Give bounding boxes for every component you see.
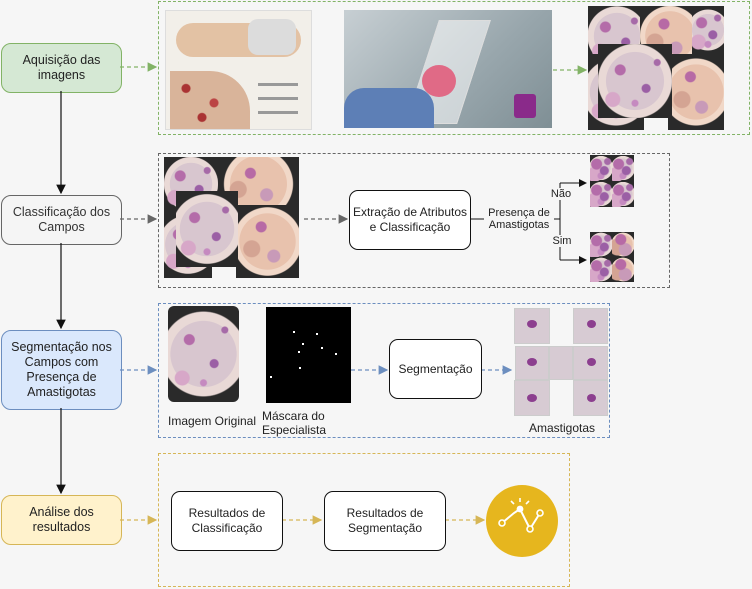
stage-aquisicao-label: Aquisição das imagens: [22, 53, 101, 82]
sim-label: Sim: [550, 235, 574, 247]
classification-fields-collage: [164, 157, 299, 278]
imagem-original-label: Imagem Original: [167, 414, 257, 428]
group-segmentacao: [158, 303, 610, 438]
group-aquisicao: [158, 1, 750, 135]
imagem-original-photo: [168, 306, 239, 402]
hand-anatomy-illustration: [165, 10, 312, 130]
stage-segmentacao-label: Segmentação nos Campos com Presença de A…: [11, 340, 112, 399]
microscope-slide-photo: [344, 10, 552, 128]
sim-fields-thumbnail: [590, 232, 634, 282]
analytics-chart-icon: [486, 485, 558, 557]
resultados-segmentacao-box: Resultados de Segmentação: [324, 491, 446, 551]
resultados-segmentacao-label: Resultados de Segmentação: [346, 506, 424, 535]
segmentacao-box: Segmentação: [389, 339, 482, 399]
group-analise: [158, 453, 570, 587]
stage-classificacao: Classificação dos Campos: [1, 195, 122, 245]
presenca-amastigotas-label: Presença de Amastigotas: [484, 207, 554, 231]
extracao-atributos-label: Extração de Atributos e Classificação: [352, 205, 468, 234]
stage-segmentacao: Segmentação nos Campos com Presença de A…: [1, 330, 122, 410]
stage-analise: Análise dos resultados: [1, 495, 122, 545]
extracao-atributos-box: Extração de Atributos e Classificação: [349, 190, 471, 250]
segmentacao-label: Segmentação: [398, 361, 473, 376]
stage-classificacao-label: Classificação dos Campos: [12, 205, 111, 234]
nao-fields-thumbnail: [590, 155, 634, 207]
amastigotas-label: Amastigotas: [528, 421, 596, 435]
microscopy-fields-collage: [588, 6, 724, 130]
stage-analise-label: Análise dos resultados: [29, 505, 94, 534]
stage-aquisicao: Aquisição das imagens: [1, 43, 122, 93]
nao-label: Não: [548, 188, 574, 200]
resultados-classificacao-label: Resultados de Classificação: [188, 506, 266, 535]
amastigotas-tiles: [513, 308, 608, 416]
resultados-classificacao-box: Resultados de Classificação: [171, 491, 283, 551]
mascara-especialista-image: [266, 307, 351, 403]
group-classificacao: [158, 153, 670, 288]
mascara-especialista-label: Máscara do Especialista: [262, 409, 327, 437]
